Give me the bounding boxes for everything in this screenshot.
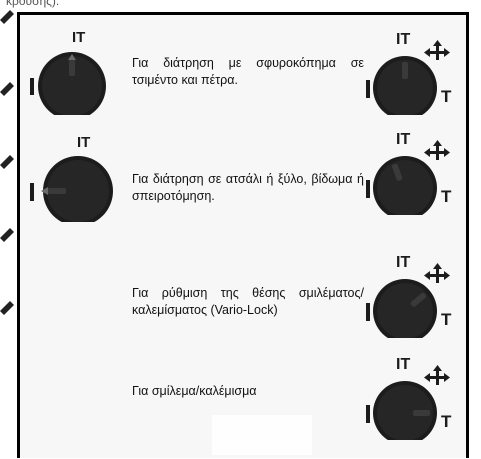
- right-dial-drilling: IT T: [360, 120, 455, 215]
- vario-lock-arrows-icon: [424, 365, 450, 385]
- drill-icon: [366, 303, 370, 321]
- hammer-drill-icon: IT: [396, 254, 410, 271]
- drill-icon: [366, 405, 370, 423]
- page-fragment-text: κρουσης).: [6, 0, 60, 8]
- chisel-icon: T: [441, 310, 452, 329]
- chisel-icon: T: [441, 87, 452, 106]
- chisel-icon: T: [441, 412, 452, 431]
- hammer-drill-icon: IT: [396, 31, 410, 48]
- hammer-drill-icon: IT: [72, 29, 85, 46]
- chisel-icon: T: [441, 187, 452, 206]
- page-edge-decoration: [0, 0, 22, 459]
- mode-selector-panel: IT Για διάτρηση με σφυροκόπημα σε τσιμέν…: [17, 12, 469, 458]
- drill-icon: [366, 80, 370, 98]
- hammer-drill-icon: IT: [77, 134, 90, 151]
- mode-description-drilling: Για διάτρηση σε ατσάλι ή ξύλο, βίδωμα ή …: [132, 172, 364, 203]
- mode-description-chiselling: Για σμίλεμα/καλέμισμα: [132, 384, 257, 398]
- left-dial-hammer-drilling: IT: [22, 20, 117, 115]
- vario-lock-arrows-icon: [424, 263, 450, 283]
- scan-glare: [212, 415, 312, 455]
- drill-icon: [366, 180, 370, 198]
- right-dial-chiselling: IT T: [360, 345, 455, 440]
- right-dial-hammer-drilling: IT T: [360, 20, 455, 115]
- hammer-drill-icon: IT: [396, 356, 410, 373]
- vario-lock-arrows-icon: [424, 140, 450, 160]
- left-dial-drilling: IT: [22, 127, 117, 222]
- hammer-drill-icon: IT: [396, 131, 410, 148]
- drill-icon: [30, 78, 34, 95]
- drill-icon: [30, 183, 34, 201]
- mode-description-vario-lock: Για ρύθμιση της θέσης σμιλέματος/καλεμίσ…: [132, 286, 364, 317]
- vario-lock-arrows-icon: [424, 40, 450, 60]
- mode-description-hammer-drilling: Για διάτρηση με σφυροκόπημα σε τσιμέντο …: [132, 56, 364, 87]
- right-dial-vario-lock: IT T: [360, 243, 455, 338]
